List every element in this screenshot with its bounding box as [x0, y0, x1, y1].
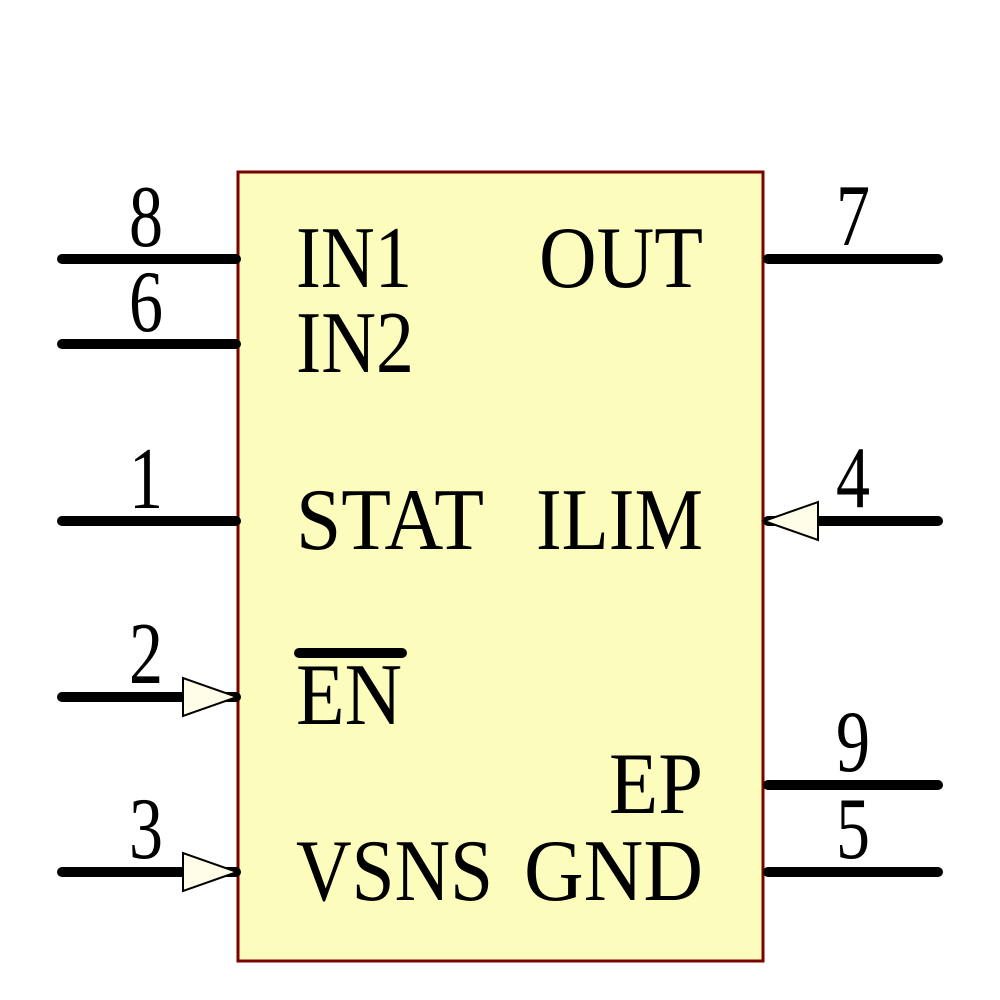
pin-3-number: 3 [129, 781, 163, 878]
pin-7-number: 7 [836, 168, 870, 265]
pin-en-label: EN [296, 647, 402, 744]
pin-vsns-label: VSNS [296, 823, 493, 920]
pin-4-input-arrow-icon [760, 500, 819, 542]
pin-out-label: OUT [539, 210, 703, 307]
pin-stat-label: STAT [296, 472, 484, 569]
pin-9-number: 9 [836, 694, 870, 791]
pin-in1-label: IN1 [296, 210, 412, 307]
pin-1-number: 1 [129, 431, 163, 528]
pin-6-number: 6 [129, 254, 163, 351]
pin-5-number: 5 [836, 781, 870, 878]
pin-ilim-label: ILIM [536, 472, 703, 569]
pin-2-input-arrow-icon [182, 676, 241, 718]
pin-2-number: 2 [129, 606, 163, 703]
pin-in2-label: IN2 [296, 295, 414, 392]
pin-3-input-arrow-icon [182, 851, 241, 893]
pin-ep-label: EP [609, 736, 703, 833]
component-body [236, 170, 765, 963]
pin-gnd-label: GND [524, 823, 703, 920]
pin-8-number: 8 [129, 169, 163, 266]
pin-4-number: 4 [836, 430, 870, 527]
